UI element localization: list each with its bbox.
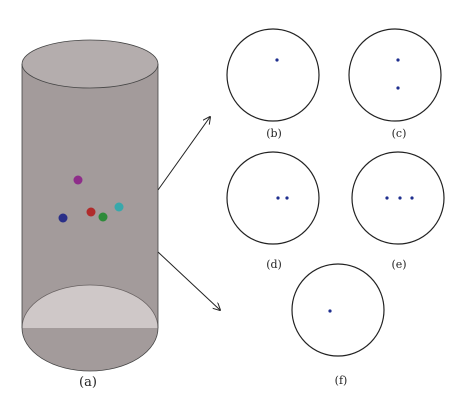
label-f: (f) (335, 374, 348, 387)
panel-e (351, 151, 445, 245)
particle-green (98, 212, 108, 222)
label-b: (b) (266, 127, 282, 140)
panel-d (226, 151, 320, 245)
panel-c-dot-2 (396, 86, 400, 90)
panel-d-circle (226, 151, 320, 245)
label-a: (a) (79, 375, 97, 390)
particle-navy (58, 213, 68, 223)
arrow-lower (157, 251, 220, 310)
panel-b-dot (275, 58, 279, 62)
label-e: (e) (391, 258, 406, 271)
panel-f-dot (328, 309, 332, 313)
cylinder-bottom-upper-rim (21, 284, 159, 329)
panel-d-dot-1 (276, 196, 280, 200)
particle-purple (73, 175, 83, 185)
label-d: (d) (266, 258, 282, 271)
particle-cyan (114, 202, 124, 212)
panel-b (226, 28, 320, 122)
particles (58, 175, 124, 223)
arrow-upper (157, 117, 210, 191)
panel-e-dot-1 (385, 196, 389, 200)
panel-e-dot-3 (410, 196, 414, 200)
panel-c-circle (348, 28, 442, 122)
panel-e-circle (351, 151, 445, 245)
cylinder-top-cap (21, 39, 159, 89)
cylinder-body (22, 64, 158, 328)
label-c: (c) (392, 127, 407, 140)
particle-red (86, 207, 96, 217)
panel-f-circle (291, 263, 385, 357)
panel-c-dot-1 (396, 58, 400, 62)
cylinder (21, 39, 159, 372)
panel-d-dot-2 (285, 196, 289, 200)
panel-b-circle (226, 28, 320, 122)
cylinder-bottom-lower-rim (21, 327, 159, 372)
panel-c (348, 28, 442, 122)
panel-f (291, 263, 385, 357)
panel-e-dot-2 (398, 196, 402, 200)
